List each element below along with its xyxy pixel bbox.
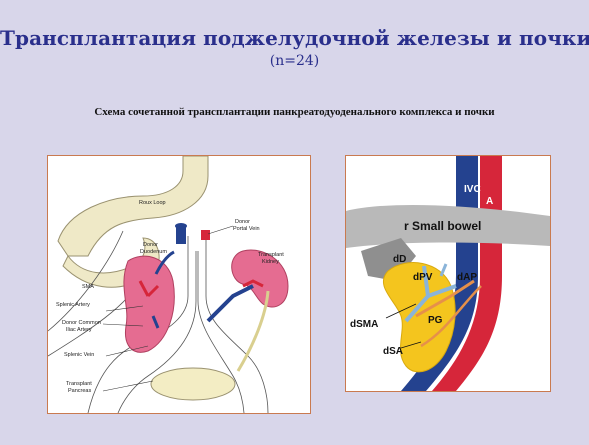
label-splenic-artery: Splenic Artery [56,302,90,308]
slide-subtitle: (n=24) [0,53,589,69]
slide-caption: Схема сочетанной трансплантации панкреат… [0,106,589,118]
artery-stump [201,230,210,240]
label-dsma: dSMA [350,319,378,330]
label-donor-common-iliac-2: Iliac Artery [66,327,92,333]
label-transplant-pancreas-1: Transplant [66,381,92,387]
transplant-kidney-shape [232,250,288,307]
label-ivc: IVC [464,184,481,195]
label-roux-loop: Roux Loop [139,200,166,206]
label-transplant-kidney-1: Transplant [258,252,284,258]
label-donor-duodenum-1: Donor [143,242,158,248]
label-dap: dAP [457,272,477,283]
label-dd: dD [393,254,406,265]
label-dpv: dPV [413,272,433,283]
label-donor-portal-vein-1: Donor [235,219,250,225]
label-sma: SMA [82,284,94,290]
label-small-bowel: r Small bowel [404,219,481,233]
transplant-pancreas-shape [124,256,174,352]
label-pg: PG [428,315,443,326]
bladder-shape [151,368,235,400]
label-a: A [486,196,493,207]
label-transplant-pancreas-2: Pancreas [68,388,91,394]
left-diagram-svg: Roux Loop Donor Duodenum Donor Portal Ve… [48,156,310,413]
right-diagram-svg: IVC A r Small bowel dD dPV dAP dSMA PG d… [346,156,550,391]
label-dsa: dSA [383,346,403,357]
surgical-diagram-left: Roux Loop Donor Duodenum Donor Portal Ve… [47,155,311,414]
surgical-diagram-right: IVC A r Small bowel dD dPV dAP dSMA PG d… [345,155,551,392]
slide-title: Трансплантация поджелудочной железы и по… [0,26,589,50]
label-donor-duodenum-2: Duodenum [140,249,167,255]
label-donor-portal-vein-2: Portal Vein [233,226,260,232]
label-transplant-kidney-2: Kidney [262,259,279,265]
label-splenic-vein: Splenic Vein [64,352,94,358]
label-donor-common-iliac-1: Donor Common [62,320,101,326]
